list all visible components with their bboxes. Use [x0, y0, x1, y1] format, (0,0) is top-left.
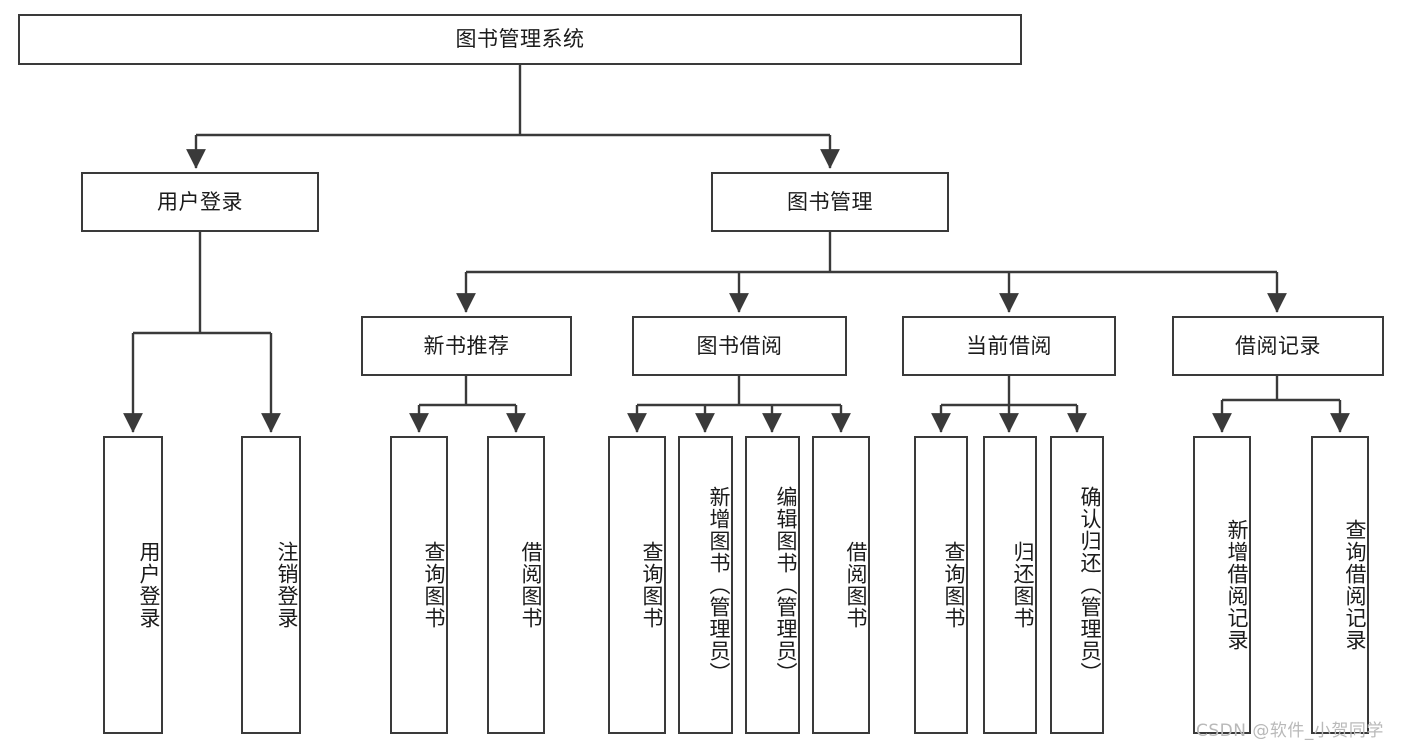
node-label: 图书管理 [787, 189, 873, 214]
node-label: 借阅图书 [519, 541, 543, 629]
leaf-borrow-borrow-book[interactable]: 借阅图书 [812, 436, 870, 734]
leaf-record-add-borrow-record[interactable]: 新增借阅记录 [1193, 436, 1251, 734]
node-label: 当前借阅 [966, 333, 1052, 358]
node-label: 新书推荐 [423, 333, 510, 358]
node-label: 借阅记录 [1235, 333, 1321, 358]
leaf-borrow-add-book-admin[interactable]: 新增图书（管理员） [678, 436, 733, 734]
leaf-current-confirm-return-admin[interactable]: 确认归还（管理员） [1050, 436, 1104, 734]
leaf-new-book-borrow[interactable]: 借阅图书 [487, 436, 545, 734]
node-label: 借阅图书 [844, 541, 868, 629]
node-label: 编辑图书（管理员） [774, 486, 798, 684]
leaf-borrow-query-book[interactable]: 查询图书 [608, 436, 666, 734]
leaf-new-book-query[interactable]: 查询图书 [390, 436, 448, 734]
node-label: 用户登录 [137, 541, 161, 629]
leaf-current-return-book[interactable]: 归还图书 [983, 436, 1037, 734]
node-label: 查询借阅记录 [1343, 519, 1367, 651]
node-label: 新增借阅记录 [1225, 519, 1249, 651]
node-label: 查询图书 [942, 541, 966, 629]
node-root-book-management-system[interactable]: 图书管理系统 [18, 14, 1022, 65]
node-label: 确认归还（管理员） [1078, 486, 1102, 684]
node-user-login[interactable]: 用户登录 [81, 172, 319, 232]
node-label: 图书借阅 [696, 333, 783, 358]
node-label: 查询图书 [422, 541, 446, 629]
node-new-book-recommend[interactable]: 新书推荐 [361, 316, 572, 376]
node-label: 新增图书（管理员） [707, 486, 731, 684]
leaf-user-login[interactable]: 用户登录 [103, 436, 163, 734]
node-label: 注销登录 [275, 541, 299, 629]
node-label: 查询图书 [640, 541, 664, 629]
leaf-current-query-book[interactable]: 查询图书 [914, 436, 968, 734]
node-borrow-record[interactable]: 借阅记录 [1172, 316, 1384, 376]
node-label: 图书管理系统 [455, 27, 585, 52]
node-book-borrow[interactable]: 图书借阅 [632, 316, 847, 376]
node-book-management[interactable]: 图书管理 [711, 172, 949, 232]
watermark-text: CSDN @软件_小贺同学 [1196, 721, 1384, 741]
node-label: 归还图书 [1011, 541, 1035, 629]
leaf-record-query-borrow-record[interactable]: 查询借阅记录 [1311, 436, 1369, 734]
leaf-user-logout[interactable]: 注销登录 [241, 436, 301, 734]
node-current-borrow[interactable]: 当前借阅 [902, 316, 1116, 376]
node-label: 用户登录 [157, 189, 243, 214]
csdn-watermark: CSDN @软件_小贺同学 [1196, 716, 1384, 741]
leaf-borrow-edit-book-admin[interactable]: 编辑图书（管理员） [745, 436, 800, 734]
